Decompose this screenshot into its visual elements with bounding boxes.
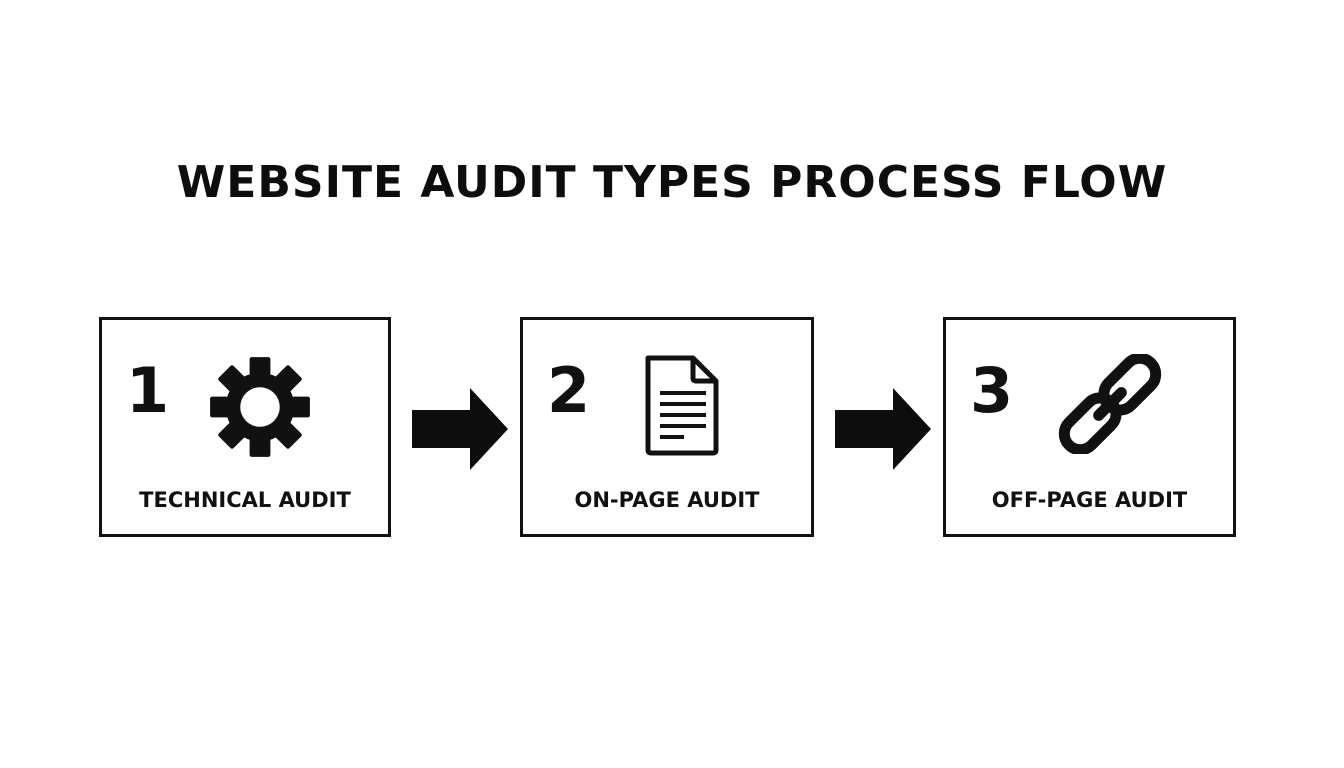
step-number: 3 xyxy=(970,354,1014,427)
arrow-right-icon xyxy=(833,388,933,470)
gear-icon xyxy=(208,355,312,463)
step-number: 1 xyxy=(126,354,170,427)
step-number: 2 xyxy=(547,354,591,427)
step-off-page-audit: 3 OFF-PAGE AUDIT xyxy=(943,317,1236,537)
document-icon xyxy=(643,354,721,460)
step-label: ON-PAGE AUDIT xyxy=(574,488,760,512)
step-label: TECHNICAL AUDIT xyxy=(139,488,351,512)
link-icon xyxy=(1058,352,1162,458)
step-on-page-audit: 2 ON-PAGE AUDIT xyxy=(520,317,814,537)
step-technical-audit: 1 TECHNICAL AUDI xyxy=(99,317,391,537)
arrow-right-icon xyxy=(410,388,510,470)
diagram-title: WEBSITE AUDIT TYPES PROCESS FLOW xyxy=(176,157,1168,208)
step-label: OFF-PAGE AUDIT xyxy=(991,488,1188,512)
